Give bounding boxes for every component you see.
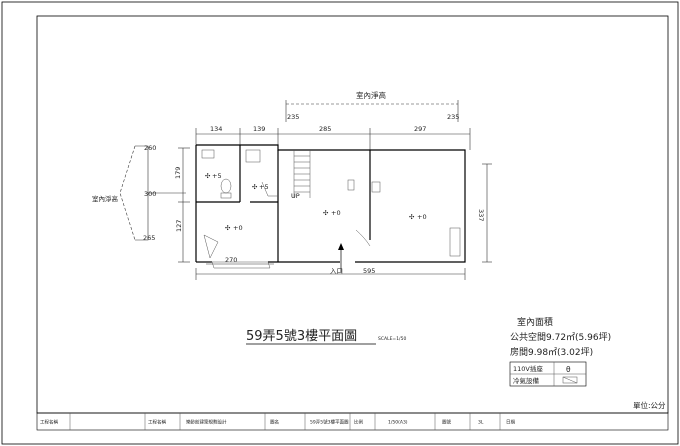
titleblock-c5: 59弄5號3樓平面圖 [310, 419, 349, 426]
titleblock-c6: 比例 [354, 419, 363, 426]
legend-outlet-label: 110V插座 [513, 364, 543, 373]
dim-300: 300 [144, 190, 156, 198]
window-opening [211, 261, 271, 269]
outlet-icon: θ [566, 365, 571, 374]
level-bath2-marker: ✣ [252, 183, 258, 191]
dim-127: 127 [175, 220, 183, 232]
dim-top-235-right: 235 [447, 113, 459, 121]
title-block: 工程名稱 工程名稱 樂齡館建築規劃設計 圖名 59弄5號3樓平面圖 比例 1/5… [36, 412, 669, 431]
dim-260: 260 [144, 144, 156, 152]
drawing-title: 59弄5號3樓平面圖 SCALE=1/50 [246, 329, 406, 345]
dim-297: 297 [414, 125, 426, 133]
dim-139: 139 [253, 125, 265, 133]
titleblock-c9: 3L [478, 420, 484, 426]
legend: 110V插座 冷氣設備 θ [509, 361, 587, 387]
vertical-dimensions: 179 127 337 [174, 147, 492, 263]
dim-595: 595 [363, 267, 375, 275]
dim-270: 270 [225, 256, 237, 264]
fixtures [201, 149, 461, 259]
scale-label: SCALE=1/50 [378, 336, 406, 342]
titleblock-c2: 工程名稱 [148, 419, 166, 426]
drawing-title-text: 59弄5號3樓平面圖 [246, 329, 357, 344]
level-bath1-marker: ✣ [205, 172, 211, 180]
level-bath1: +5 [212, 172, 222, 180]
shower-icon [245, 149, 261, 163]
area-line2: 房間9.98㎡(3.02坪) [510, 346, 593, 358]
titleblock-c1: 工程名稱 [40, 419, 58, 426]
dim-179: 179 [174, 167, 182, 179]
dim-265: 265 [143, 234, 155, 242]
entrance-label: 入口 [330, 267, 343, 275]
titleblock-c3: 樂齡館建築規劃設計 [186, 419, 227, 426]
level-bath2: +5 [259, 183, 269, 191]
stair-up-label: UP [291, 192, 300, 200]
entrance-arrow-icon [338, 243, 344, 250]
titleblock-c4: 圖名 [270, 419, 279, 426]
unit-note: 單位:公分 [633, 400, 666, 410]
dimension-row-top: 134 139 285 297 [195, 125, 471, 150]
titleblock-c10: 日期 [506, 420, 515, 426]
level-right-marker: ✣ [409, 213, 415, 221]
stair: UP [291, 155, 310, 200]
dimension-row-bottom: 270 595 [195, 256, 466, 280]
room-height-label-top: 室內淨高 [356, 90, 386, 100]
area-line1: 公共空間9.72㎡(5.96坪) [510, 331, 611, 343]
level-right: +0 [417, 213, 427, 221]
height-dimension-top: 室內淨高 235 235 [285, 90, 459, 122]
door-swing [261, 181, 278, 197]
entrance-marker: 入口 [330, 243, 344, 275]
sink-icon [201, 149, 215, 159]
dim-337: 337 [477, 209, 485, 221]
toilet-icon [220, 178, 232, 194]
ac-unit-icon [562, 376, 578, 384]
height-dimension-left: 260 300 265 室內淨高 [92, 144, 186, 242]
level-markers: ✣ +5 ✣ +5 ✣ +0 ✣ +0 ✣ +0 [205, 172, 427, 232]
room-height-label-left: 室內淨高 [92, 194, 119, 203]
level-small-marker: ✣ [225, 224, 231, 232]
level-small: +0 [233, 224, 243, 232]
legend-ac-label: 冷氣設備 [513, 376, 540, 385]
area-info: 室內面積 公共空間9.72㎡(5.96坪) 房間9.98㎡(3.02坪) [510, 316, 611, 358]
level-center-marker: ✣ [323, 209, 329, 217]
dim-top-235-left: 235 [287, 113, 299, 121]
dim-134: 134 [210, 125, 222, 133]
dim-285: 285 [319, 125, 331, 133]
walls [195, 144, 466, 263]
titleblock-c8: 圖號 [442, 419, 451, 426]
area-title: 室內面積 [517, 316, 553, 328]
level-center: +0 [331, 209, 341, 217]
titleblock-c7: 1/50(A3) [388, 420, 408, 426]
